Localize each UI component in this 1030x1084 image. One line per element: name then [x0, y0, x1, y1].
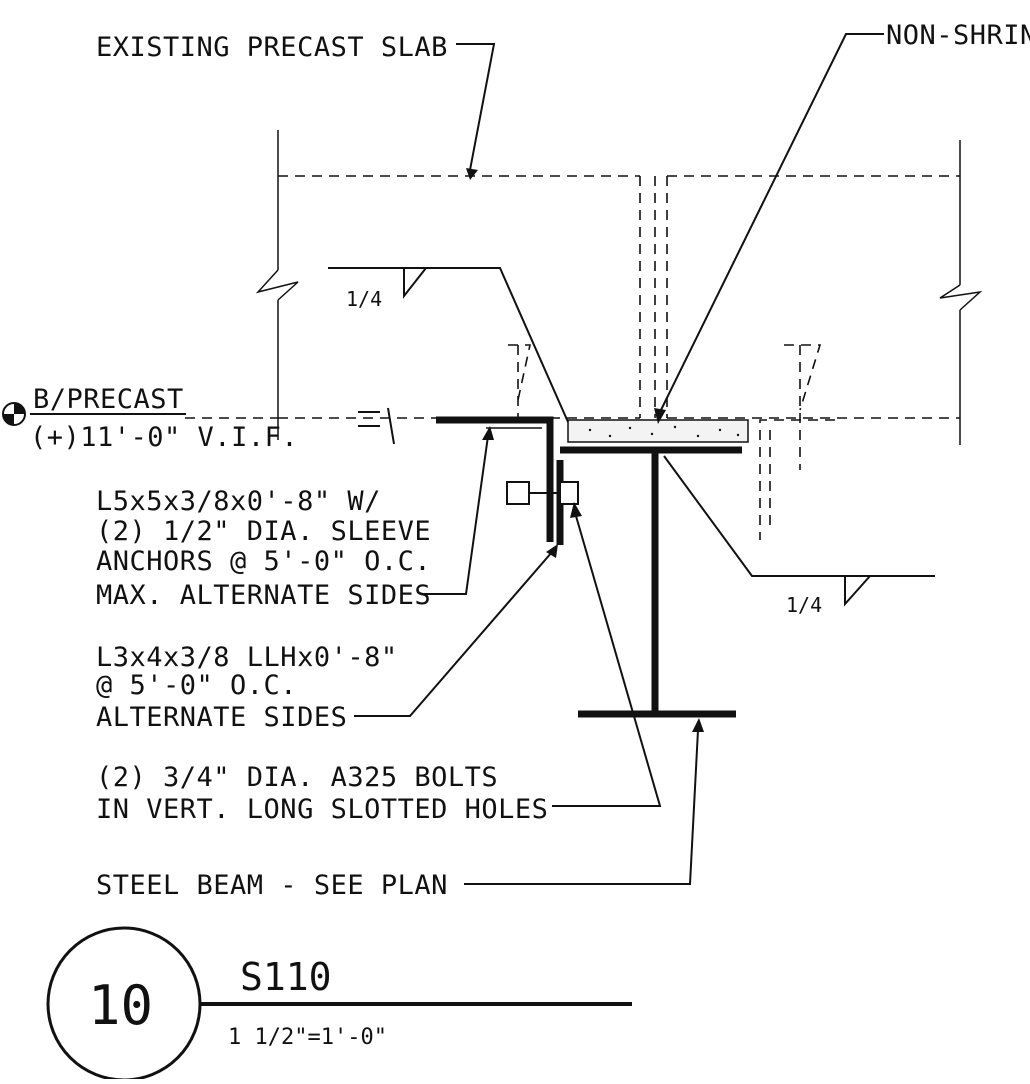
- label-existing-slab: EXISTING PRECAST SLAB: [96, 32, 448, 63]
- leader-existing-slab: [456, 43, 496, 180]
- leader-angle2: [354, 544, 558, 717]
- detail-title-block: [46, 926, 632, 1082]
- break-mark: [358, 407, 395, 445]
- angle2-note-line2: @ 5'-0" O.C.: [96, 670, 297, 701]
- precast-slab-left: [185, 130, 656, 440]
- bolt: [506, 481, 579, 505]
- weld-symbol-right: [663, 455, 935, 607]
- leader-angle1: [424, 426, 494, 595]
- weld-size-right: 1/4: [786, 593, 822, 617]
- beam-note: STEEL BEAM - SEE PLAN: [96, 870, 448, 901]
- precast-slab-right: [666, 140, 983, 445]
- detail-number: 10: [88, 974, 153, 1037]
- angle2-note-line1: L3x4x3/8 LLHx0'-8": [96, 642, 398, 673]
- weld-triangles: [508, 344, 822, 470]
- weld-symbol-left: [328, 267, 569, 423]
- angle-L5x5: [436, 416, 554, 542]
- bolts-note-line2: IN VERT. LONG SLOTTED HOLES: [96, 794, 548, 825]
- label-grout: NON-SHRIN: [886, 20, 1030, 51]
- detail-scale: 1 1/2"=1'-0": [228, 1025, 387, 1050]
- angle1-note-line1: L5x5x3/8x0'-8" W/: [96, 486, 381, 517]
- angle2-note-line3: ALTERNATE SIDES: [96, 702, 347, 733]
- leader-beam: [464, 718, 704, 885]
- steel-beam: [560, 446, 742, 718]
- angle1-note-line3: ANCHORS @ 5'-0" O.C.: [96, 546, 431, 577]
- elevation-label: B/PRECAST: [33, 384, 184, 415]
- elevation-marker: [2, 402, 186, 426]
- elevation-value: (+)11'-0" V.I.F.: [30, 422, 298, 453]
- bolts-note-line1: (2) 3/4" DIA. A325 BOLTS: [96, 762, 498, 793]
- angle-far-side: [759, 419, 835, 540]
- weld-size-left: 1/4: [346, 287, 382, 311]
- angle1-note-line2: (2) 1/2" DIA. SLEEVE: [96, 516, 431, 547]
- sheet-reference: S110: [240, 955, 332, 999]
- angle1-note-line4: MAX. ALTERNATE SIDES: [96, 580, 431, 611]
- leader-grout: [654, 33, 884, 424]
- leader-bolts: [552, 502, 662, 807]
